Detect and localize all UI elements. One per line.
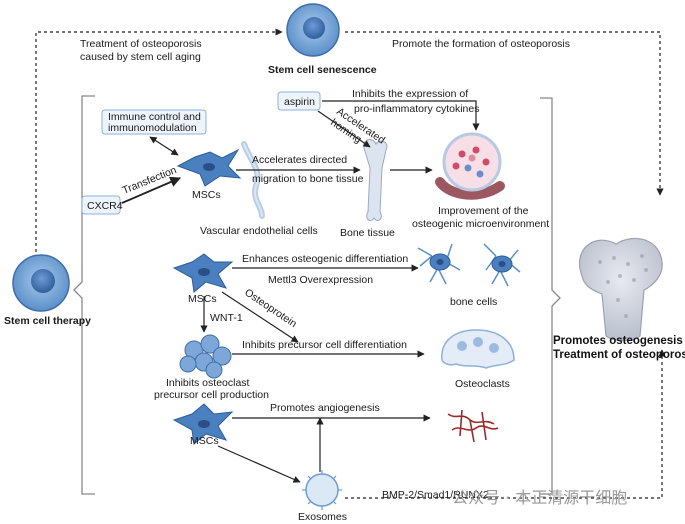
result-label-1: Promotes osteogenesis: [553, 335, 683, 347]
femur-icon: [578, 237, 663, 342]
osteoprotein-arrow: [221, 291, 299, 343]
aspirin-label: aspirin: [284, 96, 315, 108]
stem-cell-therapy-label: Stem cell therapy: [4, 315, 91, 327]
enhances-label: Enhances osteogenic differentiation: [242, 253, 408, 265]
exosomes-label: Exosomes: [298, 511, 347, 523]
msc-icon-row1: [176, 148, 242, 187]
inhibits-cytokines-2: pro-inflammatory cytokines: [354, 103, 479, 115]
vascular-cells-icon: [241, 141, 265, 219]
senescence-label: Stem cell senescence: [268, 64, 377, 76]
top-left-text-2: caused by stem cell aging: [80, 51, 201, 63]
transfection-arrow: [121, 176, 181, 204]
immune-box-line1: Immune control and: [108, 111, 201, 123]
msc-icon-row3: [172, 403, 234, 445]
bone-cells-label: bone cells: [450, 296, 497, 308]
cxcr4-label: CXCR4: [87, 200, 123, 212]
bone-cells-icon: [417, 243, 521, 287]
bottom-dashed-arrow: [345, 349, 666, 499]
to-exosome-arrow: [217, 445, 301, 483]
immune-double-arrow: [149, 136, 179, 156]
top-right-text: Promote the formation of osteoporosis: [392, 38, 570, 50]
migration-label-2: migration to bone tissue: [252, 173, 364, 185]
inhibits-cytokines-arrow: [322, 100, 480, 131]
mettl3-label: Mettl3 Overexpression: [268, 274, 373, 286]
microenvironment-icon: [435, 132, 505, 200]
top-dashed-left-arrow: [35, 28, 283, 258]
osteoclast-icon: [441, 329, 515, 369]
immune-box-line2: immunomodulation: [108, 122, 197, 134]
bone-tissue-label: Bone tissue: [340, 227, 395, 239]
exosome-icon: [302, 470, 342, 510]
msc-label-row1: MSCs: [192, 189, 221, 201]
bone-tissue-icon: [363, 139, 388, 221]
msc-label-row2: MSCs: [188, 293, 217, 305]
senescent-cell-icon: [286, 3, 340, 57]
inhibits-precursor-label: Inhibits precursor cell differentiation: [242, 339, 407, 351]
msc-icon-row2: [172, 253, 234, 293]
migration-label-1: Accelerates directed: [252, 154, 347, 166]
aspirin-box: [277, 91, 321, 111]
wnt1-label: WNT-1: [210, 312, 243, 324]
angiogenesis-label: Promotes angiogenesis: [270, 402, 380, 414]
stem-cell-therapy-icon: [12, 254, 70, 312]
cxcr4-box: [81, 195, 121, 215]
osteoclast-precursor-label-2: precursor cell production: [154, 389, 269, 401]
immune-box: [101, 109, 207, 135]
blood-vessel-icon: [447, 409, 499, 443]
top-left-text-1: Treatment of osteoporosis: [80, 38, 202, 50]
microenvironment-label-2: osteogenic microenvironment: [412, 218, 549, 230]
osteoclast-precursor-label-1: Inhibits osteoclast: [166, 377, 250, 389]
vascular-label: Vascular endothelial cells: [200, 225, 318, 237]
precursor-cluster-icon: [179, 334, 232, 379]
homing-arrow: [317, 110, 371, 148]
microenvironment-label-1: Improvement of the: [438, 205, 529, 217]
osteoclasts-label: Osteoclasts: [455, 378, 510, 390]
result-label-2: Treatment of osteoporosis: [553, 349, 685, 361]
top-dashed-right-arrow: [345, 31, 664, 196]
msc-label-row3: MSCs: [190, 435, 219, 447]
watermark: 公众号 · 本正清源干细胞: [452, 488, 627, 507]
inhibits-cytokines-1: Inhibits the expression of: [352, 88, 468, 100]
bmp-label: BMP-2/Smad1/RUNX2: [382, 489, 489, 501]
right-bracket: [540, 97, 561, 495]
left-bracket: [73, 95, 95, 495]
